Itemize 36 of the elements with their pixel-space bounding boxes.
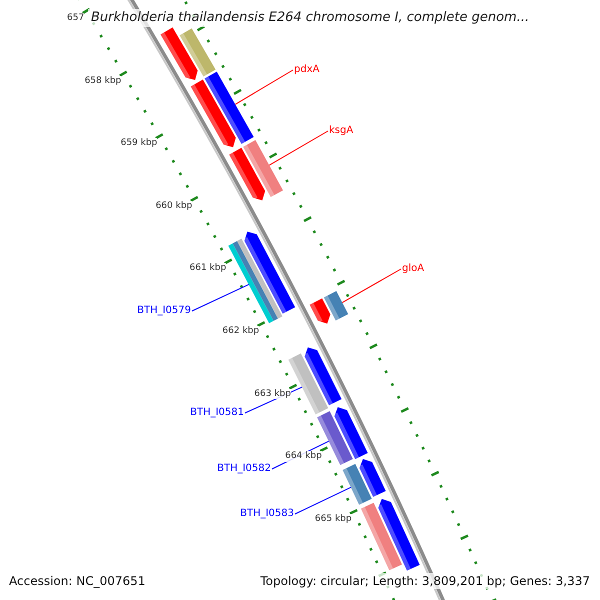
scale-label: 658 kbp (84, 76, 122, 86)
gene-label: BTH_I0581 (190, 407, 244, 419)
gene-feature (160, 27, 198, 80)
gene-block (324, 291, 348, 321)
scale-label: 660 kbp (156, 200, 192, 212)
leader-line (342, 268, 402, 304)
gene-feature (310, 298, 330, 324)
gene-feature (243, 232, 296, 314)
gene-block (243, 140, 284, 198)
scale-label: 665 kbp (314, 514, 352, 525)
gene-label: ksgA (329, 125, 354, 137)
leader-line (192, 284, 250, 312)
gene-block (342, 464, 372, 505)
gene-feature (358, 459, 386, 497)
gene-block (204, 72, 254, 144)
leader-line (234, 70, 294, 105)
gene-block (180, 28, 216, 77)
gene-feature (190, 80, 236, 148)
gene-block (360, 502, 402, 570)
scale-label: 662 kbp (222, 326, 260, 337)
scale-label: 661 kbp (190, 263, 226, 274)
gene-label: pdxA (294, 64, 320, 76)
genome-info-text: Topology: circular; Length: 3,809,201 bp; Genes: 3,337 (258, 573, 592, 590)
gene-label: BTH_I0583 (240, 508, 294, 520)
gene-feature (304, 347, 342, 406)
gene-label: gloA (402, 263, 424, 275)
scale-label: 659 kbp (120, 138, 158, 150)
gene-feature (377, 498, 420, 571)
leader-line (268, 130, 328, 166)
gene-feature (229, 148, 266, 200)
gene-label: BTH_I0579 (137, 305, 191, 317)
gene-feature (334, 407, 368, 460)
scale-label: 663 kbp (254, 388, 291, 400)
scale-label: 664 kbp (285, 451, 322, 462)
accession-text: Accession: NC_007651 (7, 573, 148, 590)
gene-label: BTH_I0582 (217, 463, 271, 475)
